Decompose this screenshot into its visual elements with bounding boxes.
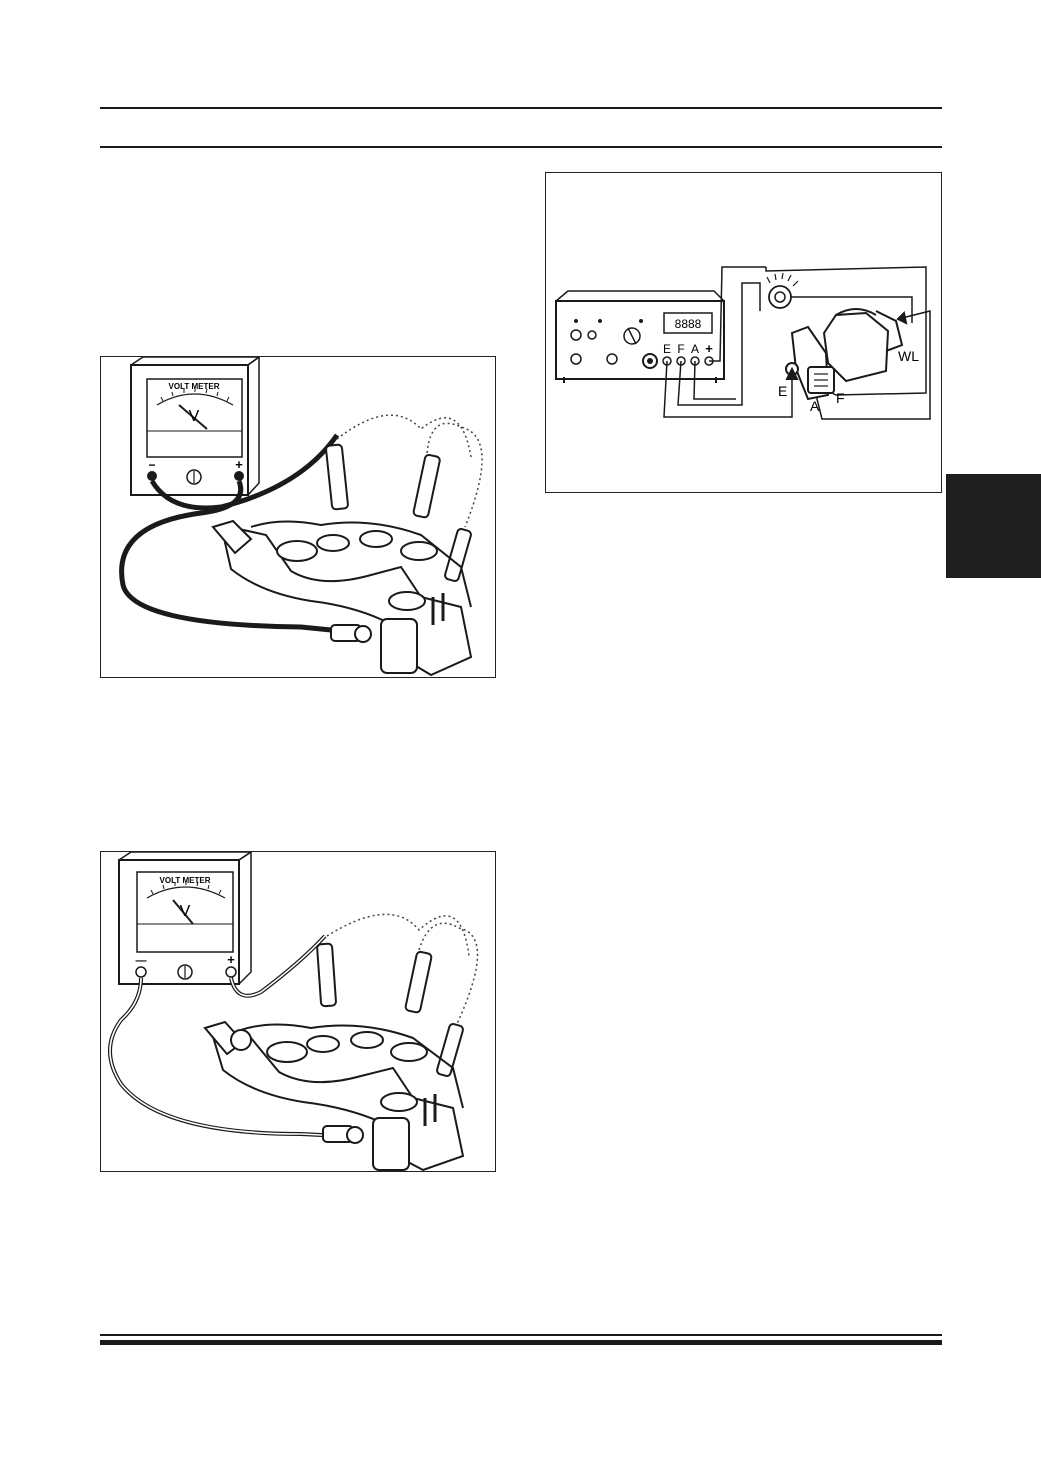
volt-meter-unit: V bbox=[180, 903, 191, 920]
warning-lamp bbox=[766, 272, 913, 323]
terminal-plus-label: + bbox=[705, 341, 713, 356]
positive-terminal bbox=[225, 966, 237, 978]
label-a: A bbox=[810, 398, 820, 414]
label-f: F bbox=[836, 390, 845, 406]
label-e: E bbox=[778, 383, 787, 399]
terminal-minus-label: − bbox=[148, 458, 155, 472]
voltmeter-top: VOLT METER V − + bbox=[130, 357, 261, 496]
figure-regulator-tester: 8888 E F A + bbox=[545, 172, 942, 493]
terminal-f-label: F bbox=[677, 342, 684, 356]
chapter-tab bbox=[946, 474, 1041, 578]
volt-meter-label: VOLT METER bbox=[169, 382, 220, 391]
negative-terminal bbox=[147, 471, 157, 481]
lead-positive bbox=[229, 934, 327, 998]
terminal-minus-label: — bbox=[136, 955, 147, 967]
negative-terminal bbox=[135, 966, 147, 978]
header-rule-top bbox=[100, 107, 942, 109]
label-wl: WL bbox=[898, 348, 919, 364]
regulator-tester: 8888 E F A + bbox=[555, 290, 725, 383]
switch-icon bbox=[570, 329, 582, 341]
volt-meter-label: VOLT METER bbox=[160, 876, 211, 885]
switch-icon bbox=[587, 330, 597, 340]
lead-negative bbox=[149, 433, 340, 511]
terminal-a-label: A bbox=[691, 342, 699, 356]
terminal-plus-label: + bbox=[235, 457, 243, 472]
positive-terminal bbox=[234, 471, 244, 481]
volt-meter-unit: V bbox=[189, 408, 200, 425]
footer-rule-thick bbox=[100, 1340, 942, 1345]
regulator bbox=[785, 308, 908, 401]
rectifier-assembly bbox=[211, 519, 473, 677]
figure-rectifier-test-top: VOLT METER V − + bbox=[100, 356, 496, 678]
figure-rectifier-test-bottom: VOLT METER V — + bbox=[100, 851, 496, 1172]
terminal-plus-label: + bbox=[227, 952, 235, 967]
rectifier-assembly bbox=[203, 1020, 465, 1171]
header-rule-bottom bbox=[100, 146, 942, 148]
voltmeter-bottom: VOLT METER V — + bbox=[118, 852, 253, 985]
terminal-e-label: E bbox=[663, 342, 671, 356]
footer-rule-thin bbox=[100, 1334, 942, 1336]
digital-display bbox=[663, 312, 713, 334]
display-digits: 8888 bbox=[675, 317, 702, 331]
